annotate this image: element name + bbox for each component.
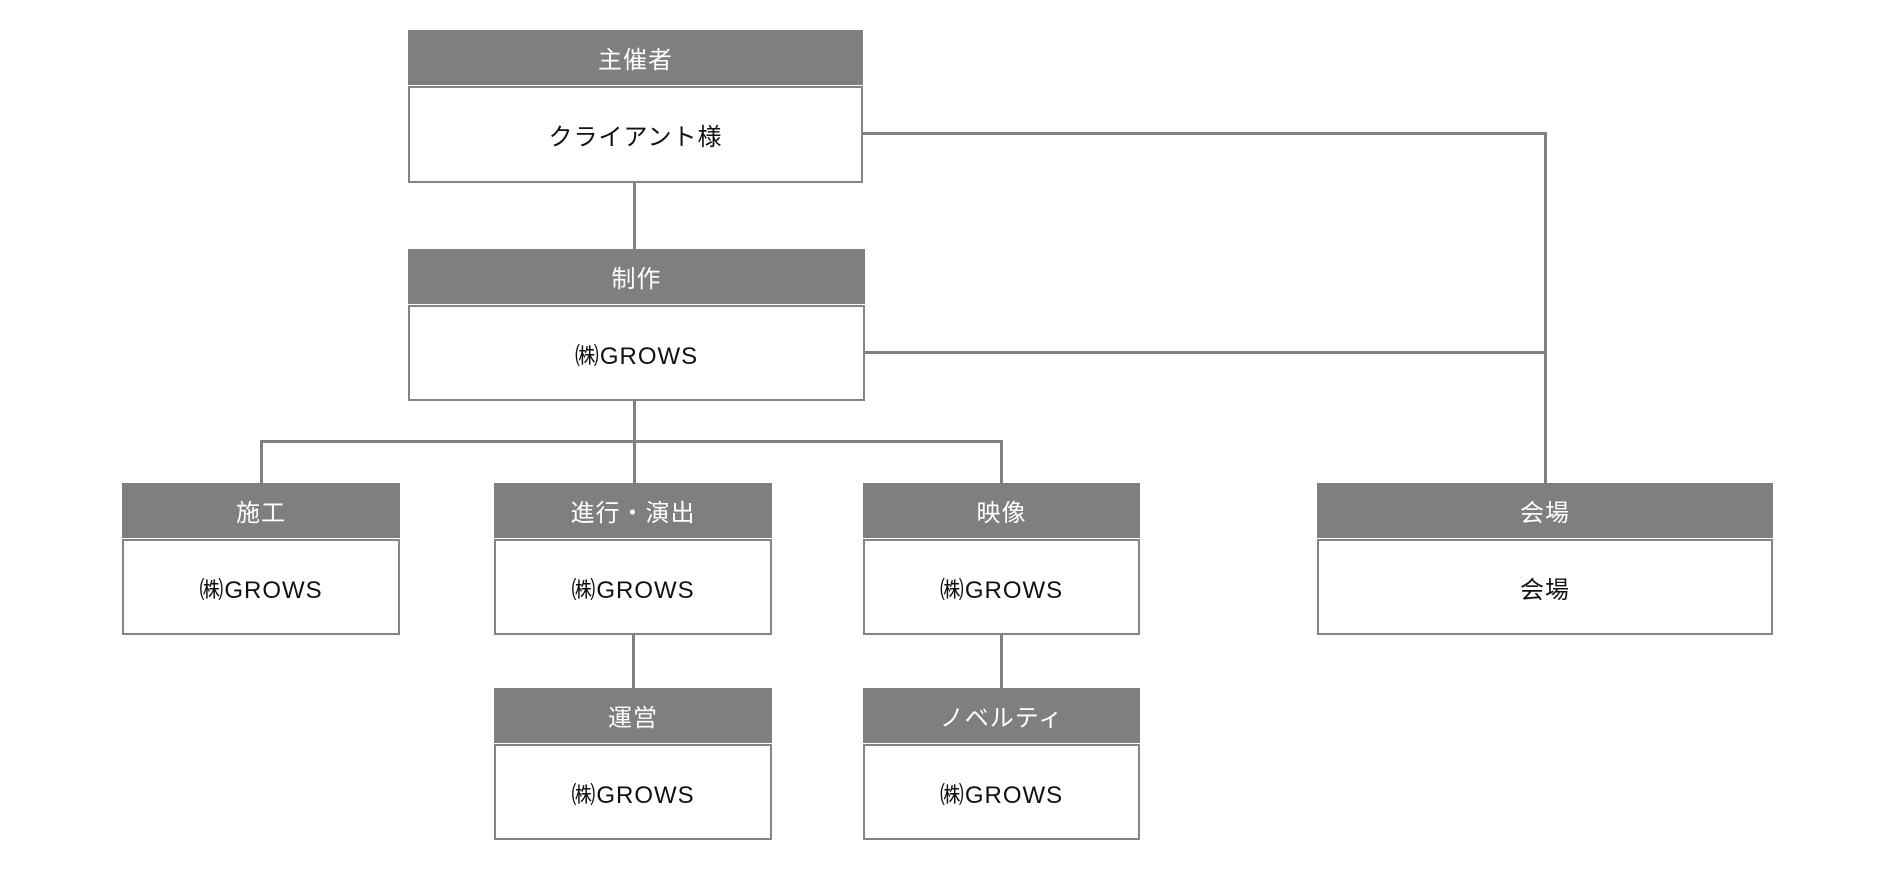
node-direction-header: 進行・演出 (494, 483, 772, 538)
node-venue: 会場 会場 (1317, 483, 1773, 635)
node-direction-body: ㈱GROWS (494, 539, 772, 635)
connector-bus-construction (260, 440, 263, 483)
node-video-header: 映像 (863, 483, 1140, 538)
connector-bus-video (1000, 440, 1003, 483)
node-operation: 運営 ㈱GROWS (494, 688, 772, 840)
node-video: 映像 ㈱GROWS (863, 483, 1140, 635)
node-venue-body: 会場 (1317, 539, 1773, 635)
connector-organizer-venue-h (863, 132, 1547, 135)
node-video-body: ㈱GROWS (863, 539, 1140, 635)
connector-production-venue-h (865, 351, 1547, 354)
node-venue-header: 会場 (1317, 483, 1773, 538)
node-production-body: ㈱GROWS (408, 305, 865, 401)
connector-venue-v (1544, 132, 1547, 483)
node-novelty: ノベルティ ㈱GROWS (863, 688, 1140, 840)
node-novelty-header: ノベルティ (863, 688, 1140, 743)
node-novelty-body: ㈱GROWS (863, 744, 1140, 840)
node-organizer: 主催者 クライアント様 (408, 30, 863, 183)
node-construction-header: 施工 (122, 483, 400, 538)
node-production: 制作 ㈱GROWS (408, 249, 865, 401)
connector-children-bus (260, 440, 1003, 443)
node-direction: 進行・演出 ㈱GROWS (494, 483, 772, 635)
node-organizer-header: 主催者 (408, 30, 863, 85)
connector-direction-operation (632, 635, 635, 688)
node-construction-body: ㈱GROWS (122, 539, 400, 635)
node-production-header: 制作 (408, 249, 865, 304)
node-operation-body: ㈱GROWS (494, 744, 772, 840)
node-operation-header: 運営 (494, 688, 772, 743)
node-construction: 施工 ㈱GROWS (122, 483, 400, 635)
node-organizer-body: クライアント様 (408, 86, 863, 183)
connector-organizer-production (633, 183, 636, 249)
connector-video-novelty (1000, 635, 1003, 688)
